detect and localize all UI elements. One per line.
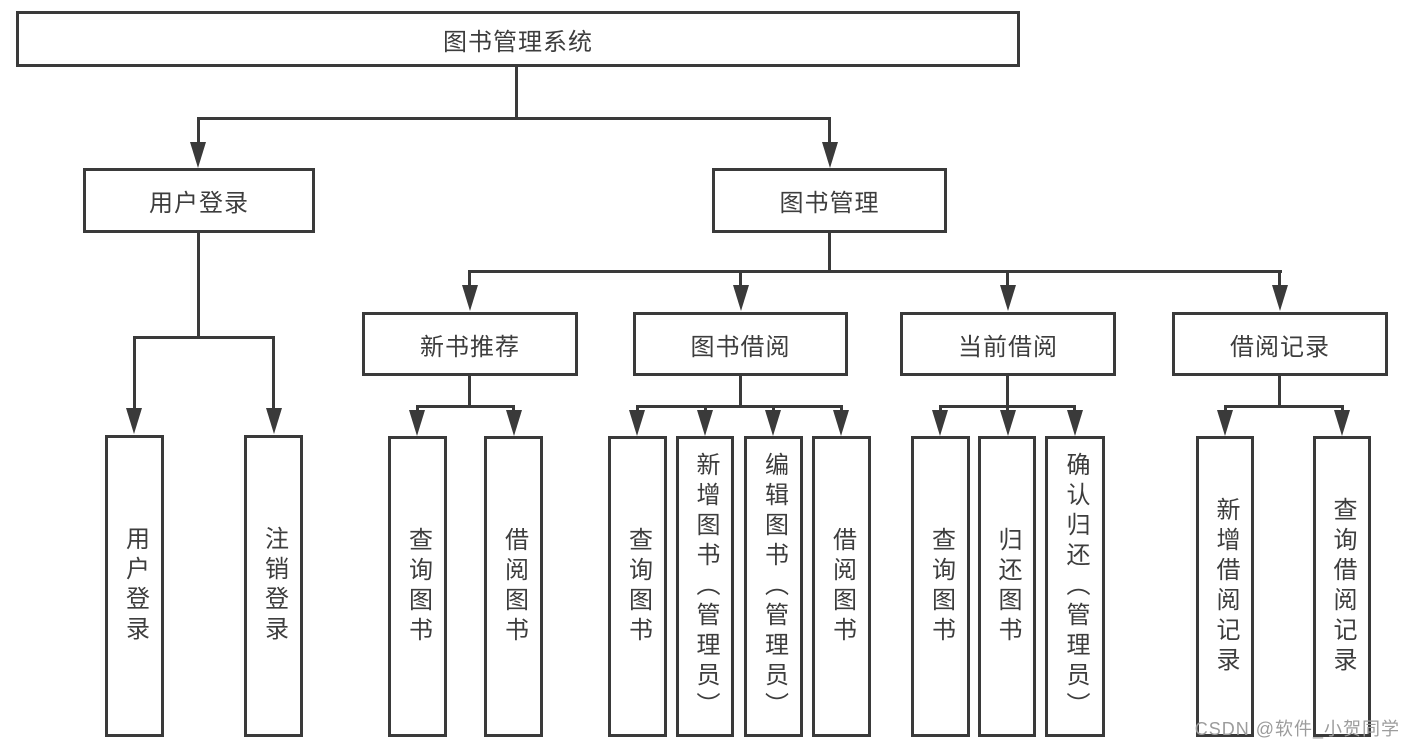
leaf-edit-book-admin: 编辑图书（管理员） xyxy=(744,436,803,737)
node-new-book-recommend: 新书推荐 xyxy=(362,312,578,376)
node-library-management-system: 图书管理系统 xyxy=(16,11,1020,67)
arrow-down-icon xyxy=(266,408,282,434)
leaf-user-login: 用户登录 xyxy=(105,435,164,737)
arrow-down-icon xyxy=(409,410,425,436)
arrow-down-icon xyxy=(1067,410,1083,436)
arrow-down-icon xyxy=(765,410,781,436)
connector-root-trunk xyxy=(515,67,518,120)
leaf-borrow-books: 借阅图书 xyxy=(812,436,871,737)
watermark: CSDN @软件_小贺同学 xyxy=(1194,719,1400,739)
arrow-down-icon xyxy=(822,142,838,168)
leaf-add-book-admin: 新增图书（管理员） xyxy=(676,436,734,737)
node-book-management: 图书管理 xyxy=(712,168,947,233)
connector-level1-rail xyxy=(197,117,831,120)
connector-rail xyxy=(636,405,843,408)
leaf-query-books: 查询图书 xyxy=(911,436,970,737)
arrow-down-icon xyxy=(932,410,948,436)
connector-stem xyxy=(468,270,471,291)
connector-trunk xyxy=(739,376,742,408)
connector-trunk xyxy=(1278,376,1281,408)
arrow-down-icon xyxy=(1000,285,1016,311)
connector-stem xyxy=(1278,270,1281,291)
arrow-down-icon xyxy=(126,408,142,434)
arrow-down-icon xyxy=(1000,410,1016,436)
arrow-down-icon xyxy=(190,142,206,168)
arrow-down-icon xyxy=(629,410,645,436)
arrow-down-icon xyxy=(733,285,749,311)
leaf-add-borrow-record: 新增借阅记录 xyxy=(1196,436,1254,737)
leaf-query-books: 查询图书 xyxy=(388,436,447,737)
node-borrowing-records: 借阅记录 xyxy=(1172,312,1388,376)
node-book-borrowing: 图书借阅 xyxy=(633,312,848,376)
connector-stem xyxy=(272,336,275,414)
arrow-down-icon xyxy=(1217,410,1233,436)
connector-trunk xyxy=(468,376,471,408)
arrow-down-icon xyxy=(833,410,849,436)
leaf-confirm-return-admin: 确认归还（管理员） xyxy=(1045,436,1105,737)
connector-book-mgmt-trunk xyxy=(828,233,831,273)
connector-stem xyxy=(197,117,200,148)
connector-user-login-rail xyxy=(133,336,275,339)
connector-user-login-trunk xyxy=(197,233,200,339)
connector-rail xyxy=(416,405,515,408)
connector-level2-rail xyxy=(468,270,1282,273)
leaf-return-books: 归还图书 xyxy=(978,436,1036,737)
node-user-login: 用户登录 xyxy=(83,168,315,233)
arrow-down-icon xyxy=(697,410,713,436)
leaf-borrow-books: 借阅图书 xyxy=(484,436,543,737)
arrow-down-icon xyxy=(1272,285,1288,311)
leaf-query-borrow-record: 查询借阅记录 xyxy=(1313,436,1371,737)
connector-stem xyxy=(133,336,136,414)
arrow-down-icon xyxy=(462,285,478,311)
arrow-down-icon xyxy=(1334,410,1350,436)
connector-stem xyxy=(739,270,742,291)
connector-stem xyxy=(828,117,831,148)
arrow-down-icon xyxy=(506,410,522,436)
leaf-logout: 注销登录 xyxy=(244,435,303,737)
connector-rail xyxy=(1224,405,1344,408)
connector-stem xyxy=(1006,270,1009,291)
connector-trunk xyxy=(1006,376,1009,408)
leaf-query-books: 查询图书 xyxy=(608,436,667,737)
node-current-borrowing: 当前借阅 xyxy=(900,312,1116,376)
